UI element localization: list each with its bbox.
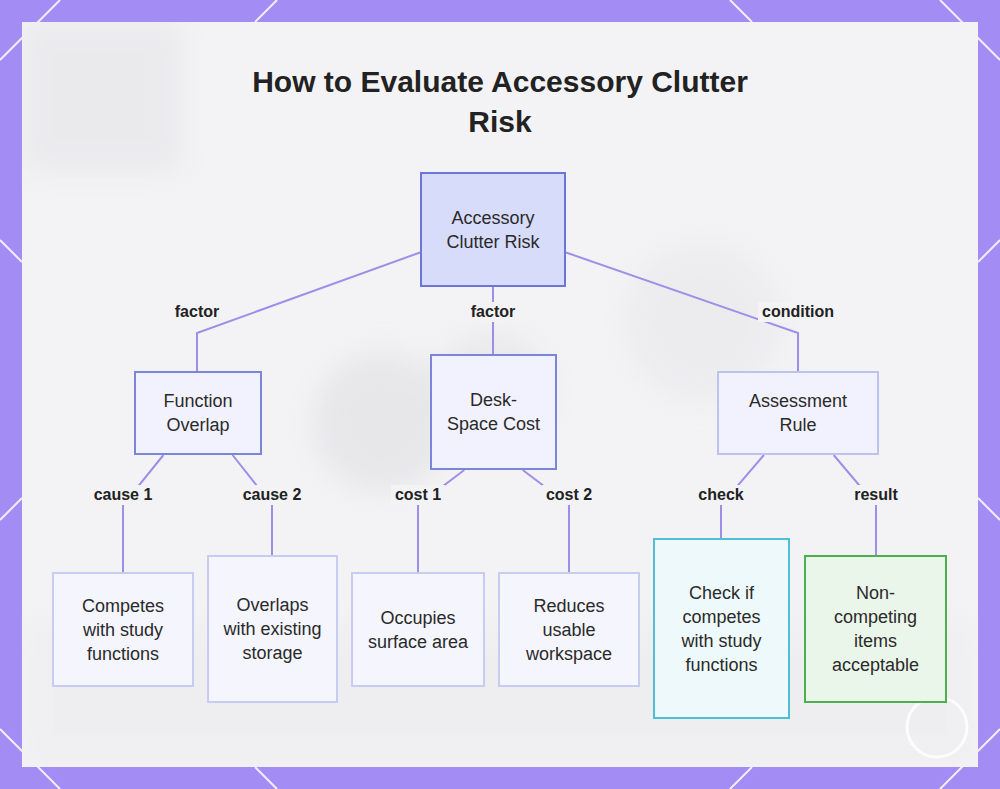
node-text: Desk-Space Cost <box>446 388 541 436</box>
factor-box: Desk-Space Cost <box>430 354 557 470</box>
node-text: Assessment Rule <box>729 389 867 437</box>
leaf-box: Occupies surface area <box>351 572 485 687</box>
connector <box>834 455 876 555</box>
edge-label: cost 2 <box>542 485 596 505</box>
edge-label: factor <box>467 302 519 322</box>
leaf-box: Competes with study functions <box>52 572 194 687</box>
node-text: Check if competes with study functions <box>667 581 776 677</box>
leaf-box: Overlaps with existing storage <box>207 555 338 703</box>
edge-label: cause 2 <box>239 485 306 505</box>
connector <box>197 253 420 372</box>
edge-label: cost 1 <box>391 485 445 505</box>
leaf-box: Reduces usable workspace <box>498 572 640 687</box>
node-text: Overlaps with existing storage <box>219 593 326 665</box>
factor-box: Function Overlap <box>134 371 262 455</box>
diagram-title: How to Evaluate Accessory Clutter Risk <box>220 62 780 142</box>
node-text: Reduces usable workspace <box>510 594 628 666</box>
node-text: Function Overlap <box>146 389 250 437</box>
edge-label: result <box>850 485 902 505</box>
check-box: Check if competes with study functions <box>653 538 790 719</box>
edge-label: condition <box>758 302 838 322</box>
node-text: Non-competing items acceptable <box>818 581 933 677</box>
condition-box: Assessment Rule <box>717 371 879 455</box>
node-text: Accessory Clutter Risk <box>440 206 546 254</box>
node-text: Occupies surface area <box>365 606 471 654</box>
result-box: Non-competing items acceptable <box>804 555 947 703</box>
root-box: Accessory Clutter Risk <box>420 172 566 287</box>
connector <box>233 455 272 555</box>
node-text: Competes with study functions <box>64 594 182 666</box>
edge-label: factor <box>171 302 223 322</box>
edge-label: cause 1 <box>90 485 157 505</box>
edge-label: check <box>694 485 747 505</box>
connector <box>123 455 163 572</box>
